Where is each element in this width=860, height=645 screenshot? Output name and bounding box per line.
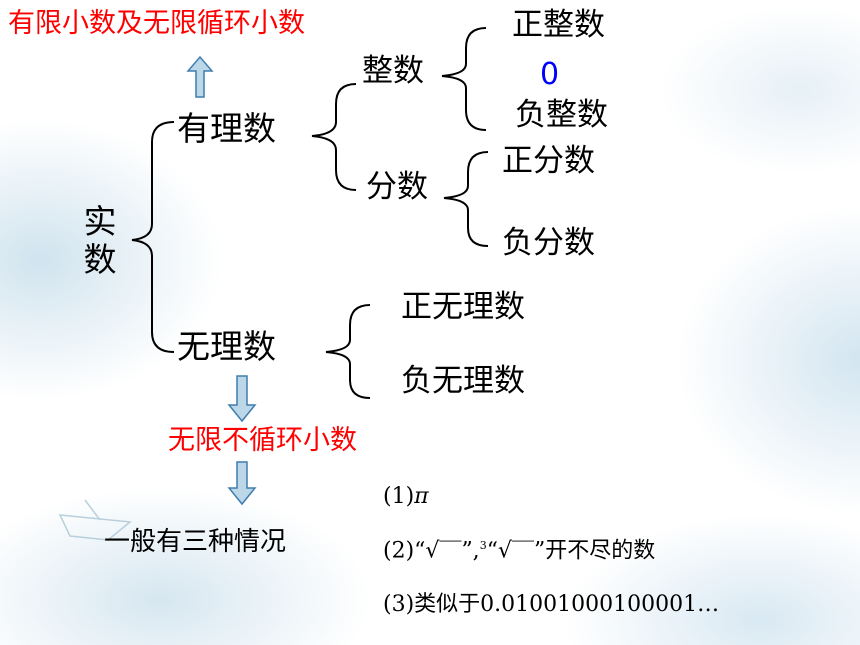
case-3: (3)类似于0.01001000100001… — [383, 592, 720, 617]
case-2: (2)“√‾‾”,3“√‾‾”开不尽的数 — [383, 540, 655, 562]
node-negative-fraction: 负分数 — [502, 225, 595, 261]
bracket-rational — [311, 83, 357, 191]
node-positive-irrational: 正无理数 — [401, 289, 525, 325]
irrational-note: 无限不循环小数 — [168, 425, 357, 456]
node-integer: 整数 — [362, 53, 424, 89]
square-root-symbol: “√‾‾”, — [414, 538, 480, 564]
bracket-real — [131, 121, 175, 353]
arrow-up — [186, 55, 214, 98]
bracket-irrational — [325, 304, 371, 399]
case-1: (1)π — [383, 486, 429, 508]
node-positive-fraction: 正分数 — [502, 143, 595, 179]
node-negative-integer: 负整数 — [515, 97, 608, 133]
cube-root-symbol: “√‾‾” — [486, 538, 546, 564]
paper-boat-decoration — [58, 499, 132, 541]
bracket-integer — [441, 27, 487, 131]
cube-root-index: 3 — [479, 539, 487, 552]
pi-symbol: π — [414, 484, 429, 509]
arrow-down-1 — [227, 375, 257, 423]
node-negative-irrational: 负无理数 — [401, 363, 525, 399]
node-positive-integer: 正整数 — [512, 7, 605, 43]
arrow-down-2 — [227, 461, 257, 506]
bracket-fraction — [443, 151, 489, 247]
root-real-numbers: 实数 — [83, 202, 117, 279]
node-zero: 0 — [540, 57, 560, 92]
node-irrational: 无理数 — [177, 327, 276, 366]
case-2-prefix: (2) — [383, 538, 415, 564]
node-rational: 有理数 — [177, 109, 276, 148]
case-1-prefix: (1) — [383, 484, 415, 509]
cases-label: 一般有三种情况 — [104, 527, 287, 557]
node-fraction: 分数 — [366, 169, 428, 205]
top-note: 有限小数及无限循环小数 — [8, 8, 305, 39]
case-2-suffix: 开不尽的数 — [545, 538, 656, 564]
